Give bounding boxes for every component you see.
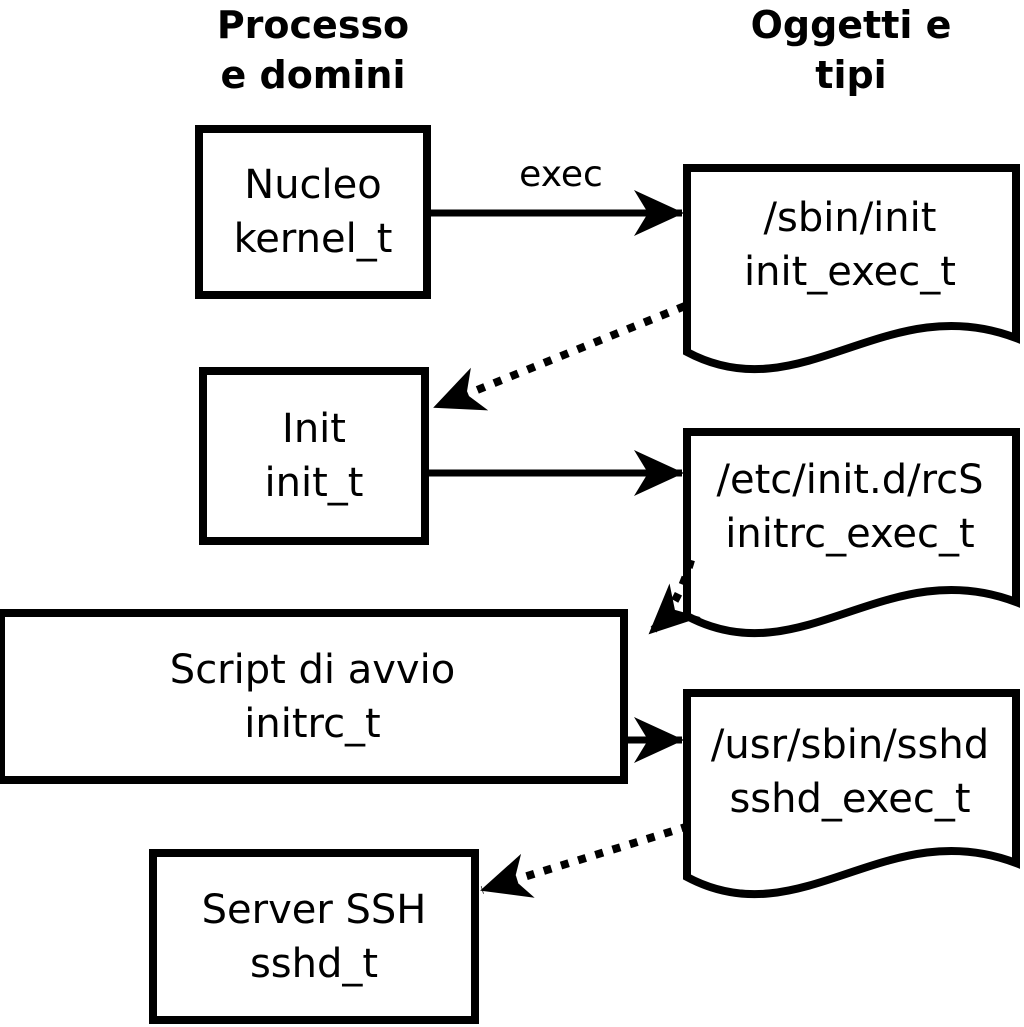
object-path: /etc/init.d/rcS — [716, 457, 984, 503]
column-header-objects: Oggetti e tipi — [651, 0, 1024, 100]
process-box-sshd: Server SSH sshd_t — [149, 849, 479, 1024]
object-label-etc-initd-rcs: /etc/init.d/rcS initrc_exec_t — [687, 453, 1013, 561]
process-domain: initrc_t — [244, 700, 381, 747]
object-path: /sbin/init — [763, 195, 937, 241]
document-shape-etc-initd-rcs — [683, 428, 1020, 638]
object-type: initrc_exec_t — [725, 511, 975, 557]
transition-arrow-initrc-exec-to-initrc — [647, 558, 701, 636]
document-shape-sbin-init — [683, 164, 1020, 374]
column-header-line: Oggetti e — [750, 3, 952, 47]
process-domain: sshd_t — [249, 940, 379, 987]
object-label-sbin-init: /sbin/init init_exec_t — [687, 191, 1013, 299]
transition-arrow-sshd-exec-to-sshd — [480, 822, 691, 898]
column-header-line: e domini — [220, 53, 406, 97]
process-domain: kernel_t — [233, 216, 393, 262]
column-header-line: tipi — [815, 53, 887, 97]
process-domain: init_t — [264, 460, 364, 506]
object-type: sshd_exec_t — [729, 776, 971, 822]
object-label-usr-sbin-sshd: /usr/sbin/sshd sshd_exec_t — [687, 718, 1013, 826]
column-header-line: Processo — [216, 3, 410, 47]
exec-arrow-label: exec — [519, 154, 603, 195]
process-box-init: Init init_t — [199, 367, 429, 545]
process-box-kernel: Nucleo kernel_t — [195, 125, 431, 299]
process-name: Init — [282, 406, 346, 452]
process-name: Script di avvio — [169, 646, 456, 693]
document-shape-usr-sbin-sshd — [683, 689, 1020, 899]
transition-arrow-init-exec-to-init — [433, 302, 687, 411]
process-name: Server SSH — [201, 886, 427, 933]
process-name: Nucleo — [244, 162, 382, 208]
object-path: /usr/sbin/sshd — [710, 722, 990, 768]
column-header-processes: Processo e domini — [113, 0, 513, 100]
process-box-initrc: Script di avvio initrc_t — [0, 609, 628, 784]
object-type: init_exec_t — [744, 249, 956, 295]
